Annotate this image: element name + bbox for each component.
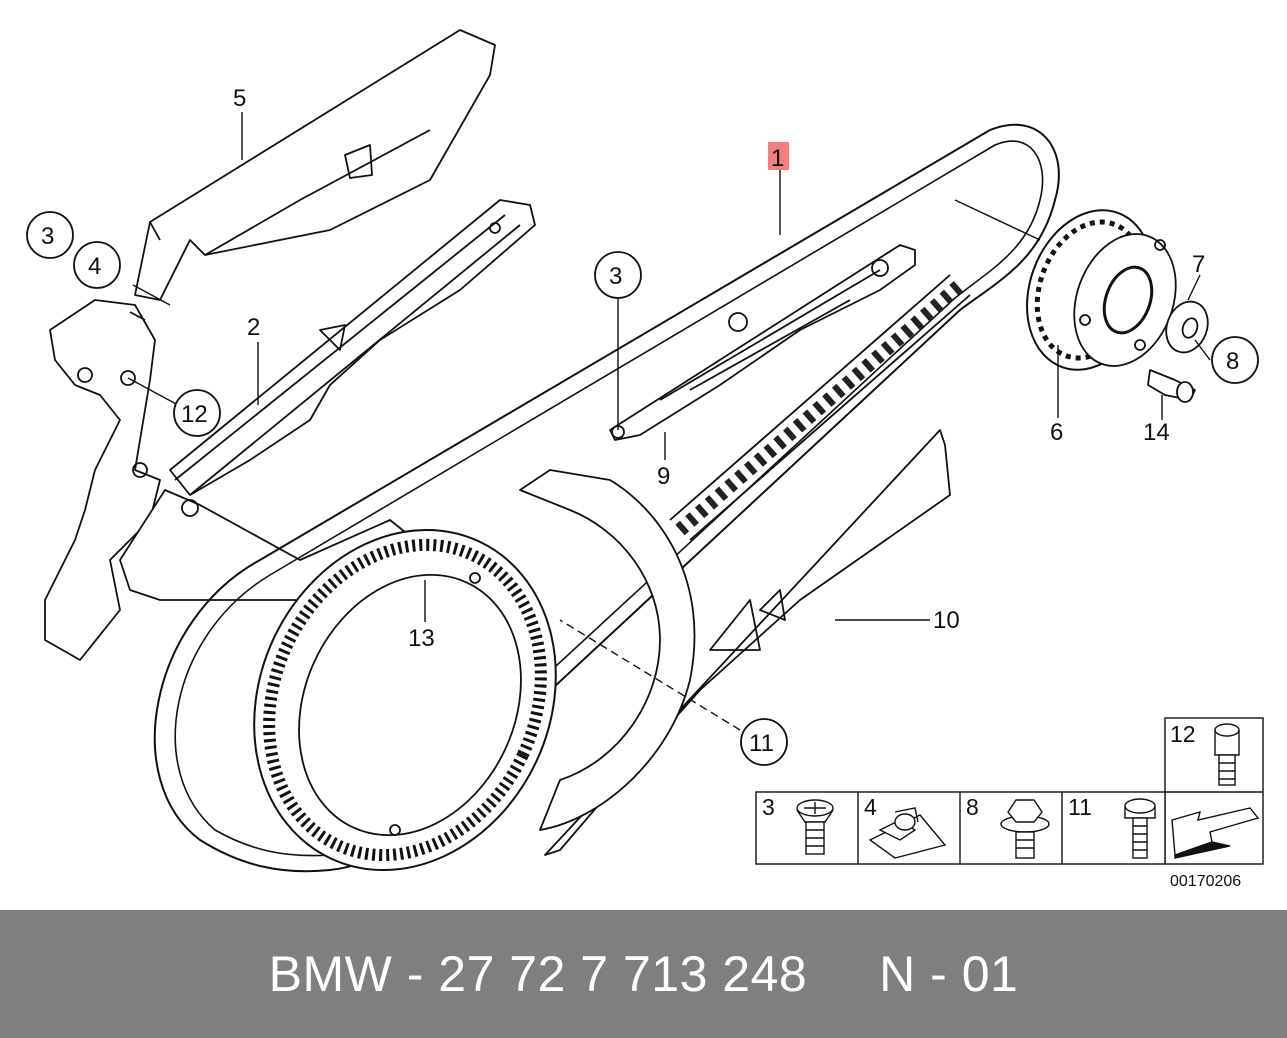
parts-diagram: 5 1 3 4 2 3 12 9 7 <box>26 29 1264 890</box>
svg-text:3: 3 <box>762 794 775 820</box>
callout-11: 11 <box>740 718 788 766</box>
legend-labels: 3 4 8 11 12 <box>762 721 1196 820</box>
svg-text:4: 4 <box>864 794 877 820</box>
callouts: 5 1 3 4 2 3 12 9 7 <box>26 85 1259 766</box>
part-8-washer <box>1165 300 1209 354</box>
svg-text:12: 12 <box>1170 721 1196 747</box>
callout-13: 13 <box>408 625 435 652</box>
callout-12: 12 <box>173 389 221 437</box>
left-bracket <box>44 299 161 661</box>
clip-nut-icon <box>868 807 947 859</box>
svg-text:13: 13 <box>408 625 435 652</box>
part-5-upper-cover <box>134 29 496 301</box>
callout-5: 5 <box>233 85 246 112</box>
callout-14: 14 <box>1143 419 1170 446</box>
callout-7: 7 <box>1192 251 1205 278</box>
highlight-box <box>768 142 789 170</box>
callout-10: 10 <box>933 607 960 634</box>
svg-text:3: 3 <box>41 223 54 250</box>
callout-2: 2 <box>247 314 260 341</box>
part-9-tensioner <box>609 244 916 441</box>
svg-text:11: 11 <box>749 730 774 757</box>
countersunk-screw-icon <box>796 799 834 855</box>
callout-6: 6 <box>1050 419 1063 446</box>
svg-text:4: 4 <box>88 253 101 280</box>
belt-shoe <box>519 469 696 831</box>
svg-text:8: 8 <box>1226 348 1239 375</box>
part-13-ring-gear <box>253 528 557 872</box>
svg-text:1: 1 <box>771 145 784 172</box>
svg-text:3: 3 <box>609 263 622 290</box>
footer-bar: BMW - 27 72 7 713 248 N - 01 <box>0 910 1287 1038</box>
reference-number: 00170206 <box>1170 873 1241 890</box>
svg-text:8: 8 <box>966 794 979 820</box>
svg-text:9: 9 <box>657 463 670 490</box>
svg-text:2: 2 <box>247 314 260 341</box>
callout-3a: 3 <box>26 211 74 259</box>
torx-bolt-icon <box>1124 798 1156 859</box>
callout-1-highlighted: 1 <box>768 142 789 172</box>
callout-9: 9 <box>657 463 670 490</box>
part-6-sprocket <box>1026 209 1177 371</box>
svg-text:7: 7 <box>1192 251 1205 278</box>
part-2-guide-rail <box>169 199 536 496</box>
svg-text:11: 11 <box>1068 794 1092 820</box>
svg-text:10: 10 <box>933 607 960 634</box>
svg-text:5: 5 <box>233 85 246 112</box>
hex-flange-bolt-icon <box>1000 799 1050 859</box>
socket-head-bolt-icon <box>1214 723 1240 786</box>
callout-3b: 3 <box>594 251 642 299</box>
callout-8: 8 <box>1211 336 1259 384</box>
svg-text:14: 14 <box>1143 419 1170 446</box>
svg-text:12: 12 <box>181 401 208 428</box>
fastener-legend <box>755 717 1264 865</box>
part-number-caption: BMW - 27 72 7 713 248 N - 01 <box>268 946 1019 1002</box>
direction-arrow-icon <box>1171 807 1260 859</box>
svg-text:6: 6 <box>1050 419 1063 446</box>
part-14-pin <box>1147 369 1196 403</box>
callout-4: 4 <box>73 241 121 289</box>
leader-lines <box>127 112 1211 731</box>
